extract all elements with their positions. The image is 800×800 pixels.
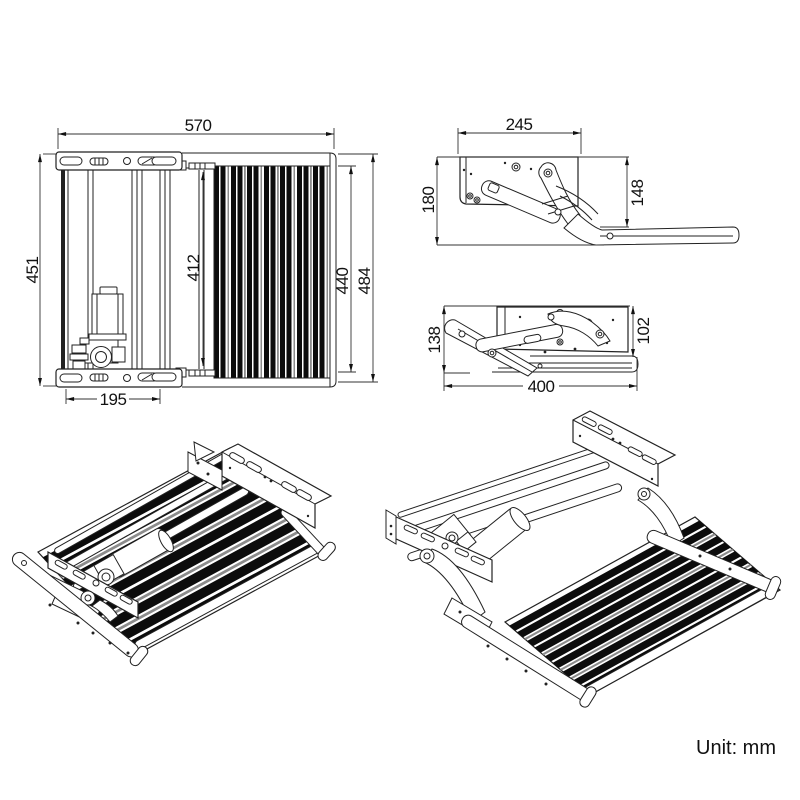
tread-stripes-top-view xyxy=(213,165,331,379)
folded-view-dimensions: 138 102 400 xyxy=(425,305,653,396)
iso-small-bracket xyxy=(187,441,223,491)
iso-view-extended xyxy=(385,410,782,708)
step-frame-outline xyxy=(182,152,337,388)
iso-ext-mounting-bracket xyxy=(572,410,677,487)
dim-label-451: 451 xyxy=(23,257,42,284)
dim-label-138: 138 xyxy=(425,327,444,354)
dim-label-102: 102 xyxy=(634,318,653,345)
dim-label-148: 148 xyxy=(628,180,647,207)
folded-linkage-arms xyxy=(475,310,611,358)
end-cap-front-right xyxy=(764,576,782,600)
mounting-bracket-top xyxy=(55,151,183,171)
step-tube xyxy=(563,213,740,246)
dim-label-484: 484 xyxy=(355,268,374,295)
end-cap-right xyxy=(317,541,336,561)
linkage-arms xyxy=(480,162,599,225)
iso-view-folded xyxy=(11,441,336,667)
frame-rails xyxy=(61,170,205,369)
iso-left-side-rail xyxy=(11,551,149,667)
end-cap-left xyxy=(129,645,149,667)
iso-ext-right-arm xyxy=(637,487,782,600)
dim-label-570: 570 xyxy=(185,116,212,135)
side-view-extended: 245 180 148 xyxy=(419,115,740,246)
mounting-bracket-bottom xyxy=(55,368,183,388)
top-view-dimensions: 570 451 412 440 484 195 xyxy=(23,116,378,409)
side-view-folded: 138 102 400 xyxy=(425,305,653,396)
end-cap-front-left xyxy=(579,686,597,708)
unit-note: Unit: mm xyxy=(696,737,776,759)
iso-ext-left-side-rail xyxy=(461,614,597,708)
dim-label-245: 245 xyxy=(506,115,533,134)
dim-label-180: 180 xyxy=(419,187,438,214)
motor-assembly xyxy=(69,286,127,371)
dim-label-400: 400 xyxy=(528,377,555,396)
dim-label-195: 195 xyxy=(100,390,127,409)
top-view-folded: 570 451 412 440 484 195 xyxy=(23,116,378,409)
dim-label-440: 440 xyxy=(333,268,352,295)
extended-view-dimensions: 245 180 148 xyxy=(419,115,647,246)
dim-label-412: 412 xyxy=(184,255,203,282)
iso-ext-left-bracket xyxy=(385,509,493,583)
